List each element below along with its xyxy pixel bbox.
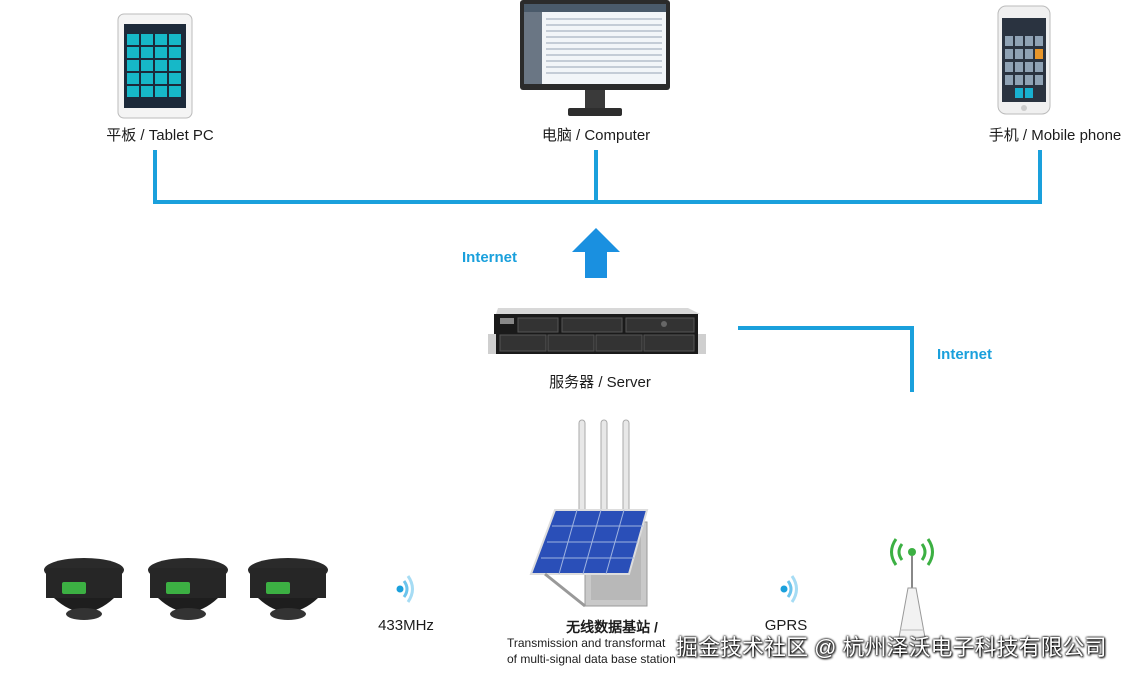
computer-label: 电脑 / Computer [541, 127, 651, 144]
internet-label-left: Internet [462, 249, 518, 266]
base-station-icon [529, 419, 649, 608]
server-label: 服务器 / Server [549, 374, 651, 391]
computer-device [520, 0, 670, 118]
sensor-device-3 [246, 556, 330, 624]
radio-433-label: 433MHz [378, 617, 434, 634]
watermark-text: 掘金技术社区 @ 杭州泽沃电子科技有限公司 [676, 635, 1107, 660]
base-station-line2: of multi-signal data base station [507, 652, 676, 666]
monitor-icon [520, 0, 670, 116]
internet-label-right: Internet [937, 346, 993, 363]
wifi-signal-gprs-icon [776, 572, 802, 606]
internet-up-arrow [572, 228, 620, 278]
base-station-line1: Transmission and transformat [507, 636, 666, 650]
gprs-link-line [738, 326, 914, 392]
sensor-device-2 [146, 556, 230, 624]
sensor-icon [44, 558, 124, 620]
tablet-label: 平板 / Tablet PC [106, 127, 214, 144]
gprs-label: GPRS [764, 617, 808, 634]
phone-device [997, 5, 1051, 115]
server-device [488, 300, 706, 360]
wifi-signal-433-icon [392, 572, 418, 606]
sensor-icon [248, 558, 328, 620]
base-station-title: 无线数据基站 / [566, 619, 658, 635]
sensor-device-1 [42, 556, 126, 624]
phone-icon [997, 5, 1051, 115]
base-station-device [525, 418, 665, 610]
cell-tower-icon [884, 536, 940, 656]
sensor-icon [148, 558, 228, 620]
tablet-icon [117, 13, 193, 119]
server-icon [488, 308, 706, 354]
phone-label: 手机 / Mobile phone [988, 127, 1122, 144]
tablet-device [117, 13, 193, 119]
